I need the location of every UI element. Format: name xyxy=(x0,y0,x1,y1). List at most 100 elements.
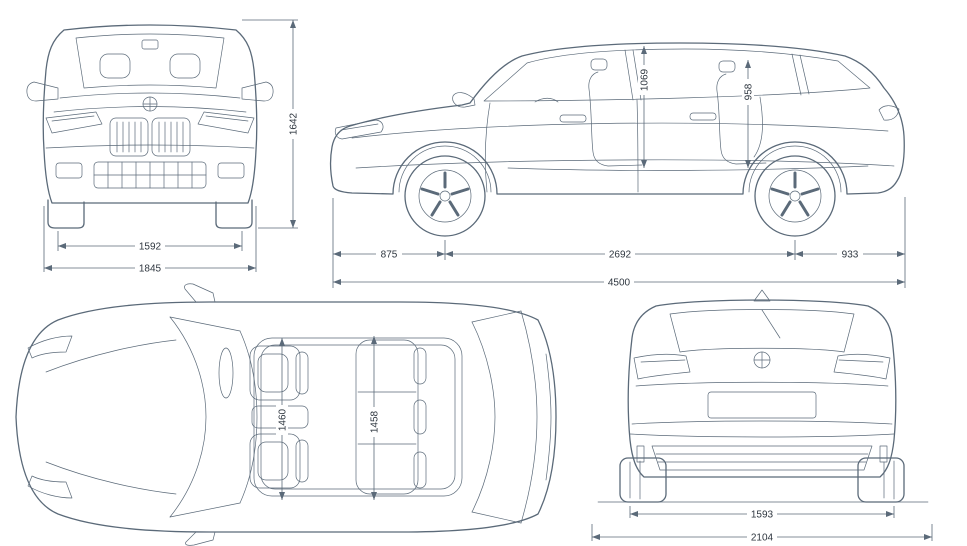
side-view xyxy=(329,42,905,237)
top-headlight-right xyxy=(27,475,73,499)
dim-front-track-width: 1592 xyxy=(57,231,243,253)
front-seats-top xyxy=(249,345,309,489)
overall-length-value: 4500 xyxy=(608,278,631,289)
front-overall-width-value: 1845 xyxy=(139,264,162,275)
floor-line xyxy=(507,165,869,171)
bumper-line xyxy=(45,144,255,149)
bmw-roundel-rear xyxy=(753,351,771,369)
taillight-left xyxy=(633,353,691,380)
rear-wiper xyxy=(761,309,781,339)
hood-crease-top xyxy=(45,339,177,495)
dim-wheelbase: 2692 xyxy=(445,248,795,261)
rear-diffuser xyxy=(651,445,873,471)
dim-rear-interior-height: 958 xyxy=(742,60,755,168)
hood-line xyxy=(59,92,241,99)
front-wheel-arch xyxy=(398,145,492,193)
side-mirror xyxy=(452,92,476,108)
rear-door-cut xyxy=(753,96,763,158)
front-interior-width-value: 1460 xyxy=(278,408,289,431)
taillight-right xyxy=(833,353,891,380)
front-overhang-value: 875 xyxy=(381,250,398,261)
reflector-left xyxy=(636,445,645,463)
license-plate-recess xyxy=(707,391,817,419)
antenna-fin xyxy=(753,289,771,302)
lower-air-intake xyxy=(93,161,207,189)
dim-front-overall-width: 1845 xyxy=(43,206,257,275)
rear-view xyxy=(597,289,929,503)
front-seat-headrest xyxy=(590,58,608,71)
windshield-roof-arc xyxy=(239,330,258,504)
side-mirror-right xyxy=(241,81,274,102)
character-line xyxy=(351,122,889,139)
rear-wheels xyxy=(619,457,905,503)
door-split-cut xyxy=(636,99,639,193)
front-windshield xyxy=(75,33,225,89)
front-interior-height-value: 1069 xyxy=(640,68,651,91)
dim-overall-length: 4500 xyxy=(333,276,905,289)
lower-seam xyxy=(631,420,893,425)
tailgate-seam xyxy=(635,381,889,387)
steering-wheel-top xyxy=(218,347,234,399)
fog-intake-right xyxy=(217,162,245,179)
side-rear-wheel xyxy=(754,155,836,237)
dim-rear-interior-width: 1458 xyxy=(368,336,381,500)
top-body-outline xyxy=(15,301,557,533)
panoramic-roof-inner xyxy=(260,344,456,490)
side-mirror-left xyxy=(26,81,59,102)
dim-rear-overhang: 933 xyxy=(795,248,905,261)
headrest-right xyxy=(169,53,201,79)
headlight-left xyxy=(45,111,103,134)
side-extension-lines xyxy=(332,197,906,288)
side-glass xyxy=(483,48,871,102)
headrest-left xyxy=(99,53,131,79)
bumper-top-line xyxy=(629,433,895,438)
interior-mirror xyxy=(141,39,159,50)
rear-wheel-arch xyxy=(748,145,842,193)
headlight-right xyxy=(197,111,255,134)
side-taillight xyxy=(878,105,900,121)
front-wheel-right xyxy=(215,199,253,229)
side-headlight xyxy=(334,119,384,140)
front-wheel-left xyxy=(47,199,85,229)
front-overall-height-value: 1642 xyxy=(289,112,300,135)
rear-window xyxy=(669,309,855,353)
windshield-cowl-arc xyxy=(169,316,207,518)
rear-overall-width-value: 2104 xyxy=(751,533,774,544)
reflector-right xyxy=(879,445,888,463)
top-view xyxy=(15,283,557,546)
rear-interior-width-value: 1458 xyxy=(370,410,381,433)
dim-rear-overall-width: 2104 xyxy=(591,524,933,544)
rear-track-width-value: 1593 xyxy=(751,510,774,521)
a-pillar-lines xyxy=(169,316,241,518)
front-seat-profile xyxy=(588,71,643,167)
lower-character-line xyxy=(355,159,895,169)
dim-front-interior-width: 1460 xyxy=(276,338,289,500)
dim-front-overall-height: 1642 xyxy=(242,19,300,229)
dim-rear-track-width: 1593 xyxy=(629,506,895,521)
c-pillar xyxy=(791,53,810,96)
door-handle-front xyxy=(559,114,587,123)
rear-seat-profile xyxy=(716,73,767,165)
fog-intake-left xyxy=(55,162,83,179)
rear-seat-headrest xyxy=(718,60,736,73)
side-view-dimensions: 1069 958 875 2692 xyxy=(332,46,906,289)
rear-view-dimensions: 1593 2104 xyxy=(591,506,933,544)
front-body-outline xyxy=(42,24,258,204)
rear-bench-top xyxy=(355,339,427,495)
steering-wheel-hint xyxy=(534,97,559,103)
rear-glass-arc xyxy=(471,321,496,513)
rear-pillar-lines xyxy=(471,310,522,524)
front-track-width-value: 1592 xyxy=(139,242,162,253)
front-door-cut xyxy=(484,102,491,193)
door-handle-rear xyxy=(689,112,717,121)
top-mirror-left xyxy=(184,283,216,303)
kidney-grille xyxy=(109,117,191,157)
dim-front-overhang: 875 xyxy=(333,248,445,261)
dim-front-interior-height: 1069 xyxy=(638,46,651,168)
front-view-dimensions: 1592 1845 1642 xyxy=(43,19,300,275)
rear-interior-height-value: 958 xyxy=(744,83,755,100)
side-front-wheel xyxy=(404,155,486,237)
rear-body-outline xyxy=(627,299,897,478)
wheelbase-value: 2692 xyxy=(609,250,632,261)
